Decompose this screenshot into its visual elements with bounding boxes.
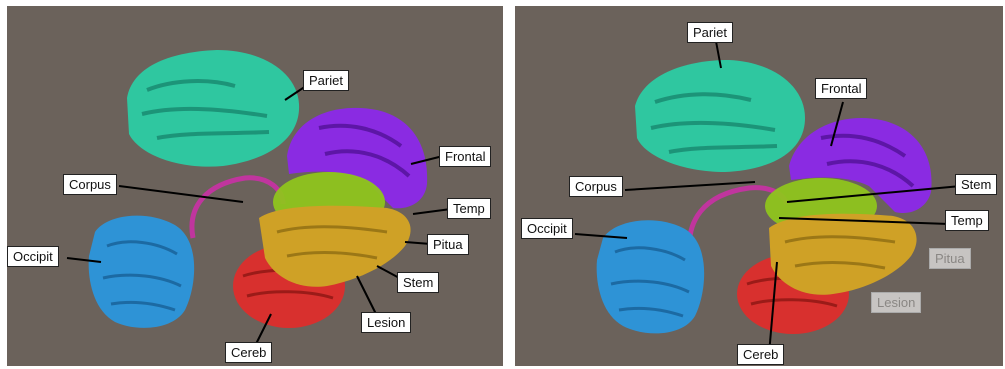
label-pariet[interactable]: Pariet: [687, 22, 733, 43]
label-cereb[interactable]: Cereb: [225, 342, 272, 363]
label-corpus[interactable]: Corpus: [63, 174, 117, 195]
temporal-lobe[interactable]: [259, 206, 411, 287]
parietal-lobe[interactable]: [127, 50, 299, 167]
label-stem[interactable]: Stem: [397, 272, 439, 293]
label-lesion-hidden[interactable]: Lesion: [871, 292, 921, 313]
temporal-lobe[interactable]: [769, 214, 917, 295]
label-pitua-hidden[interactable]: Pitua: [929, 248, 971, 269]
label-cereb[interactable]: Cereb: [737, 344, 784, 365]
label-pitua[interactable]: Pitua: [427, 234, 469, 255]
label-temp[interactable]: Temp: [945, 210, 989, 231]
label-frontal[interactable]: Frontal: [439, 146, 491, 167]
left-3d-viewport[interactable]: Pariet Frontal Corpus Temp Occipit Pitua…: [7, 6, 503, 366]
label-occipit[interactable]: Occipit: [7, 246, 59, 267]
right-3d-viewport[interactable]: Pariet Frontal Stem Corpus Temp Occipit …: [515, 6, 1003, 366]
label-corpus[interactable]: Corpus: [569, 176, 623, 197]
label-frontal[interactable]: Frontal: [815, 78, 867, 99]
label-occipit[interactable]: Occipit: [521, 218, 573, 239]
label-temp[interactable]: Temp: [447, 198, 491, 219]
label-pariet[interactable]: Pariet: [303, 70, 349, 91]
occipital-lobe[interactable]: [89, 216, 195, 328]
label-stem[interactable]: Stem: [955, 174, 997, 195]
label-lesion[interactable]: Lesion: [361, 312, 411, 333]
parietal-lobe[interactable]: [635, 60, 805, 172]
